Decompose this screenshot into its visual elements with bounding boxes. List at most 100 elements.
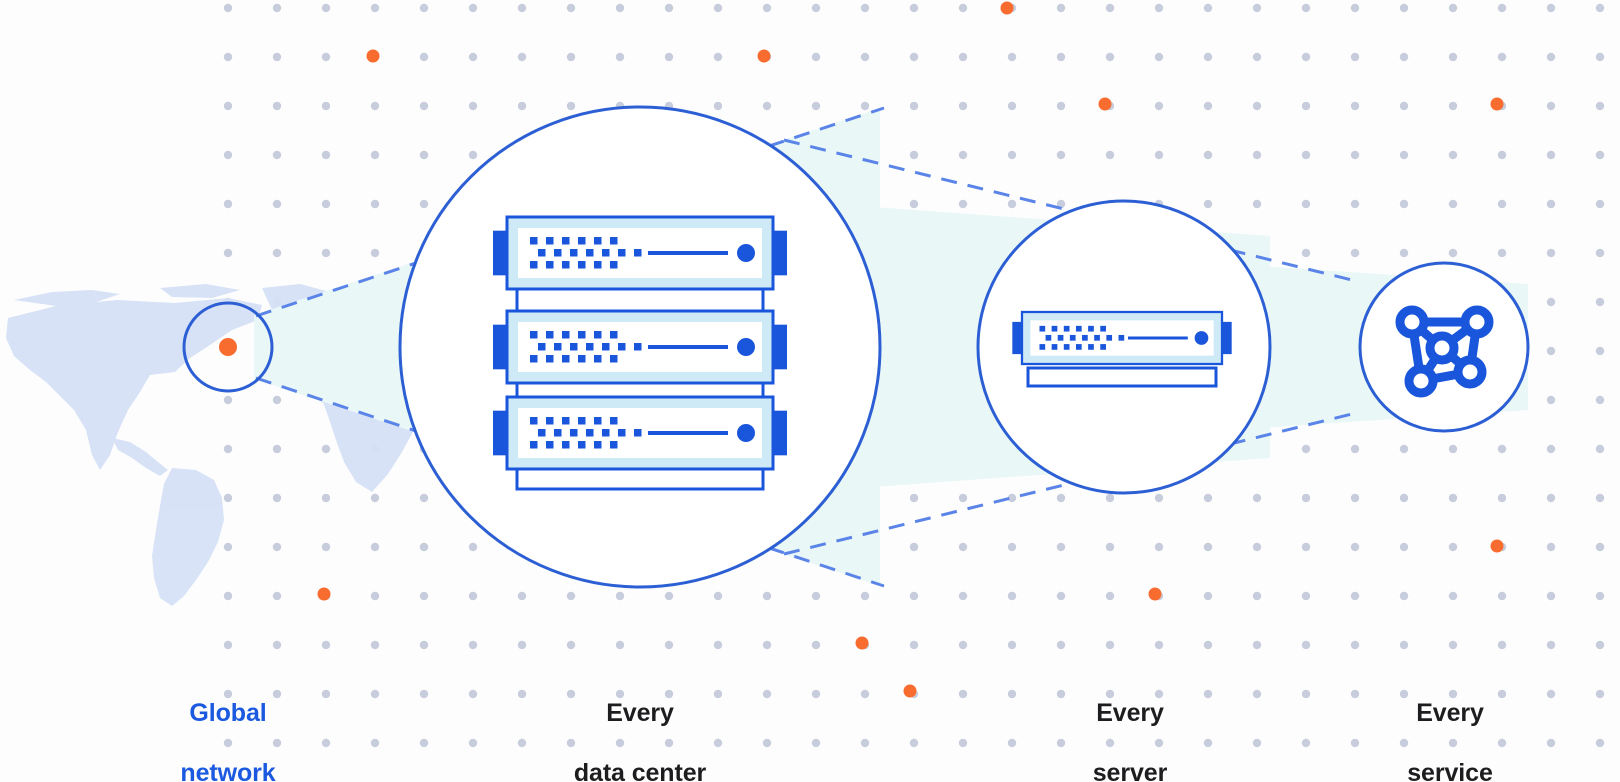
grid-dot xyxy=(664,689,674,699)
grid-dot xyxy=(860,738,870,748)
dashed-line-lower-mid xyxy=(783,410,1361,556)
grid-dot xyxy=(615,52,625,62)
server-vent xyxy=(562,417,570,425)
grid-dot xyxy=(468,591,478,601)
grid-dot xyxy=(1007,738,1017,748)
grid-dot xyxy=(1497,248,1507,258)
grid-dot xyxy=(1399,640,1409,650)
grid-dot xyxy=(1252,52,1262,62)
grid-dot xyxy=(1203,101,1213,111)
grid-dot xyxy=(1154,150,1164,160)
grid-dot xyxy=(1301,542,1311,552)
grid-dot xyxy=(1203,150,1213,160)
grid-dot xyxy=(1154,101,1164,111)
grid-dot xyxy=(1448,199,1458,209)
grid-dot xyxy=(1399,248,1409,258)
grid-dot xyxy=(419,640,429,650)
grid-dot xyxy=(1105,3,1115,13)
grid-dot xyxy=(321,3,331,13)
server-vent xyxy=(1069,334,1076,341)
grid-dot xyxy=(272,150,282,160)
server-vent xyxy=(1051,325,1058,332)
grid-dot xyxy=(1007,640,1017,650)
server-vent xyxy=(1063,344,1070,350)
grid-dot xyxy=(468,150,478,160)
grid-dot xyxy=(1105,542,1115,552)
grid-dot xyxy=(958,52,968,62)
grid-dot xyxy=(321,248,331,258)
grid-dot xyxy=(1301,248,1311,258)
grid-dot xyxy=(1203,542,1213,552)
grid-dot xyxy=(1546,150,1556,160)
grid-dot xyxy=(223,3,233,13)
grid-dot xyxy=(321,101,331,111)
grid-dot xyxy=(1399,3,1409,13)
server-vent xyxy=(602,429,610,437)
grid-dot xyxy=(958,199,968,209)
grid-dot xyxy=(1448,52,1458,62)
server-vent xyxy=(594,331,602,339)
grid-dot xyxy=(860,3,870,13)
grid-dot xyxy=(1399,199,1409,209)
grid-dot xyxy=(1448,444,1458,454)
server-vent xyxy=(578,417,586,425)
grid-dot xyxy=(419,150,429,160)
server-vent xyxy=(634,429,642,437)
grid-dot xyxy=(1154,738,1164,748)
grid-dot xyxy=(517,52,527,62)
grid-dot xyxy=(958,150,968,160)
grid-dot xyxy=(713,101,723,111)
server-vent xyxy=(594,417,602,425)
grid-dot xyxy=(1056,150,1066,160)
grid-dot xyxy=(1056,738,1066,748)
server-vent xyxy=(610,331,618,339)
server-vent xyxy=(602,249,610,257)
grid-dot xyxy=(1252,640,1262,650)
grid-dot xyxy=(517,591,527,601)
server-vent xyxy=(578,441,586,449)
grid-dot xyxy=(1448,3,1458,13)
grid-dot xyxy=(1595,689,1605,699)
grid-dot xyxy=(1154,52,1164,62)
grid-dot xyxy=(272,395,282,405)
grid-dot xyxy=(1007,689,1017,699)
grid-dot xyxy=(1546,591,1556,601)
grid-dot xyxy=(1546,542,1556,552)
grid-dot xyxy=(272,640,282,650)
grid-dot xyxy=(1399,591,1409,601)
grid-dot xyxy=(370,542,380,552)
server-vent xyxy=(546,331,554,339)
grid-dot xyxy=(223,199,233,209)
server-vent xyxy=(562,355,570,363)
grid-dot xyxy=(1595,297,1605,307)
grid-dot xyxy=(566,591,576,601)
grid-dot xyxy=(1203,640,1213,650)
grid-dot xyxy=(615,591,625,601)
server-vent xyxy=(562,331,570,339)
grid-dot xyxy=(419,738,429,748)
grid-dot xyxy=(272,738,282,748)
server-unit xyxy=(493,309,787,385)
grid-dot xyxy=(370,199,380,209)
grid-dot xyxy=(1546,738,1556,748)
grid-dot xyxy=(419,493,429,503)
grid-dot xyxy=(1497,493,1507,503)
grid-dot xyxy=(615,3,625,13)
server-vent xyxy=(1051,344,1058,350)
grid-dot xyxy=(223,542,233,552)
server-vent xyxy=(610,441,618,449)
node-top-left xyxy=(1395,305,1429,339)
grid-dot xyxy=(1497,150,1507,160)
server-vent xyxy=(618,249,626,257)
grid-dot xyxy=(321,689,331,699)
grid-dot xyxy=(370,101,380,111)
grid-dot xyxy=(909,640,919,650)
grid-dot xyxy=(1252,101,1262,111)
grid-dot xyxy=(1546,493,1556,503)
grid-dot xyxy=(223,52,233,62)
grid-dot xyxy=(1252,3,1262,13)
grid-dot xyxy=(1448,591,1458,601)
grid-dot xyxy=(1105,493,1115,503)
grid-dot xyxy=(1154,640,1164,650)
